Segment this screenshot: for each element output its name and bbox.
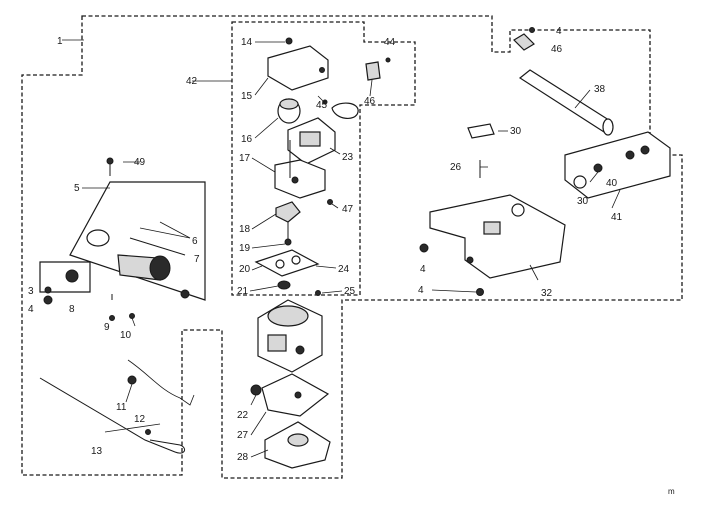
label-19: 19 [239,243,251,254]
label-42: 42 [186,76,198,87]
label-24: 24 [338,264,350,275]
top-cover-15 [267,45,329,91]
label-38: 38 [594,84,606,95]
screw-4-top [529,27,535,33]
label-40: 40 [606,178,618,189]
tube-38 [518,69,613,133]
label-4-left: 4 [420,264,426,275]
part-labels: 1 42 14 15 16 17 18 19 20 21 22 27 28 23… [28,26,675,496]
label-3: 3 [28,286,34,297]
nut-4-left [419,243,429,253]
nut-4-bottom [476,288,484,296]
seal-21 [277,280,291,290]
seal-22 [250,384,262,396]
screw-10 [129,313,135,319]
label-25: 25 [344,286,356,297]
wire-harness-11 [127,359,195,406]
nut-4 [43,295,53,305]
nut-7 [180,289,190,299]
label-21: 21 [237,286,249,297]
screw-44 [385,57,391,63]
screw-3 [44,286,52,294]
label-5: 5 [74,183,80,194]
label-13: 13 [91,446,103,457]
label-7: 7 [194,254,200,265]
label-11: 11 [116,402,127,413]
label-8: 8 [69,304,75,315]
label-30-top: 30 [510,126,522,137]
label-28: 28 [237,452,249,463]
inner-assembly-outline-42 [231,21,416,296]
nut-12 [145,429,151,435]
label-6: 6 [192,236,198,247]
label-32: 32 [541,288,553,299]
label-27: 27 [237,430,249,441]
valve-18 [275,201,301,223]
label-12: 12 [134,414,146,425]
mounting-bracket-32 [429,194,566,279]
label-16: 16 [241,134,253,145]
clip-46 [365,61,381,81]
clip-46-right [513,33,535,51]
label-20: 20 [239,264,251,275]
label-49: 49 [134,157,146,168]
label-46: 46 [364,96,376,107]
screw-47 [327,199,333,205]
leader-lines [62,39,621,458]
label-23: 23 [342,152,354,163]
clip-30 [467,123,495,139]
switch-bracket [39,261,91,293]
washer-19 [284,238,292,246]
label-44: 44 [384,37,396,48]
label-30: 30 [577,196,589,207]
corner-mark: m [668,487,675,496]
screw-9 [109,315,115,321]
label-46-right: 46 [551,44,563,55]
label-17: 17 [239,153,251,164]
label-18: 18 [239,224,251,235]
bracket-17 [274,159,326,199]
label-1: 1 [57,36,63,47]
armature-45 [331,102,359,119]
label-41: 41 [611,212,623,223]
outer-assembly-outline [21,15,683,479]
label-45: 45 [316,100,328,111]
nut-40 [593,163,603,173]
label-15: 15 [241,91,253,102]
label-26: 26 [450,162,462,173]
label-10: 10 [120,330,132,341]
label-4-top: 4 [556,26,562,37]
label-47: 47 [342,204,354,215]
washer-30 [573,175,587,189]
screw-25 [315,290,321,296]
label-4-left-side: 4 [28,304,34,315]
label-4-bottom: 4 [418,285,424,296]
label-22: 22 [237,410,249,421]
motor-bracket-plate [69,181,206,301]
shift-rod-13 [39,377,186,454]
label-9: 9 [104,322,110,333]
gasket-20 [254,249,320,277]
screw-14 [285,37,293,45]
label-14: 14 [241,37,253,48]
